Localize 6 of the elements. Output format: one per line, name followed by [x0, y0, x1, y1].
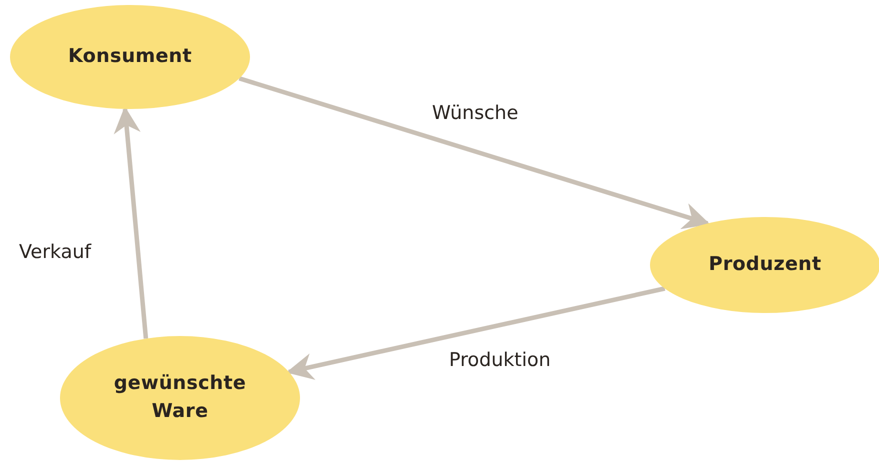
arrow: [114, 106, 148, 339]
node-label: gewünschte Ware: [112, 371, 248, 424]
node-label: Produzent: [708, 252, 822, 278]
arrow: [286, 286, 666, 380]
arrow: [238, 76, 710, 230]
node-label: Konsument: [68, 44, 192, 70]
